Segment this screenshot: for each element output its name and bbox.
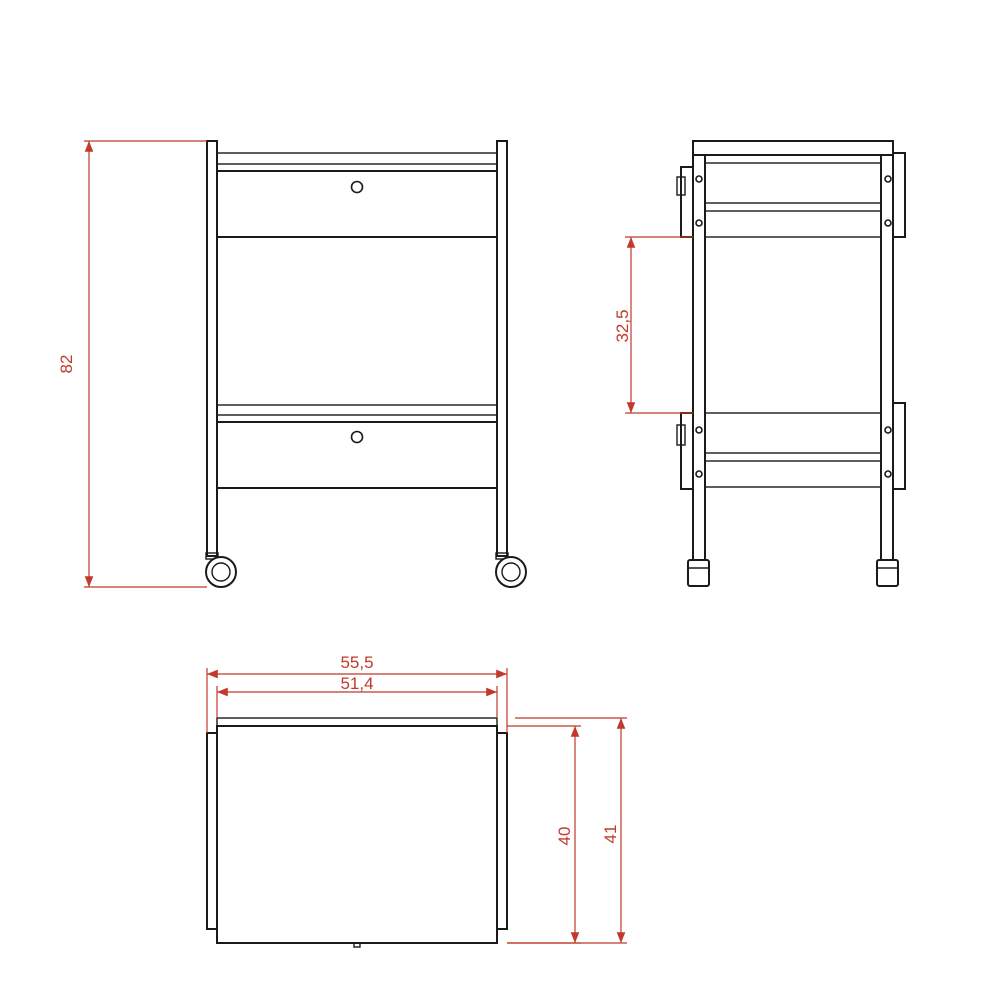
dimension-side-shelf-gap: 32,5 bbox=[613, 236, 693, 414]
dimension-top-inner-width: 51,4 bbox=[216, 674, 498, 718]
side-right-caster bbox=[876, 559, 899, 587]
front-right-wheel bbox=[495, 556, 527, 588]
side-left-caster bbox=[687, 559, 710, 587]
front-top-drawer bbox=[216, 170, 498, 238]
side-view: 32,5 bbox=[613, 140, 906, 587]
front-left-upright bbox=[206, 140, 218, 557]
dimension-label-82: 82 bbox=[57, 355, 76, 374]
side-top-panel bbox=[704, 162, 882, 204]
dimension-label-40: 40 bbox=[555, 827, 574, 846]
top-view-back-edge bbox=[216, 717, 498, 727]
dimension-front-height: 82 bbox=[57, 140, 207, 588]
side-outer-frame bbox=[692, 140, 894, 156]
top-drawer-knob bbox=[350, 180, 364, 194]
top-view-knob bbox=[353, 942, 361, 948]
dimension-label-32-5: 32,5 bbox=[613, 309, 632, 342]
front-bottom-shelf bbox=[216, 404, 498, 416]
dimension-label-41: 41 bbox=[601, 825, 620, 844]
top-view-surface bbox=[216, 725, 498, 944]
front-left-wheel bbox=[205, 556, 237, 588]
top-view-left-side bbox=[206, 732, 218, 930]
dimension-top-outer-depth: 41 bbox=[507, 717, 627, 944]
top-view-right-side bbox=[496, 732, 508, 930]
front-top-shelf bbox=[216, 152, 498, 165]
side-top-bracket-right bbox=[892, 152, 906, 238]
front-view: 82 bbox=[57, 140, 527, 588]
side-bottom-panel bbox=[704, 412, 882, 454]
top-view: 55,5 51,4 40 41 bbox=[206, 653, 627, 948]
front-right-upright bbox=[496, 140, 508, 557]
dimension-label-51-4: 51,4 bbox=[340, 674, 373, 693]
dimension-label-55-5: 55,5 bbox=[340, 653, 373, 672]
side-bottom-bracket-right bbox=[892, 402, 906, 490]
dimension-top-inner-depth: 40 bbox=[507, 725, 581, 944]
bottom-drawer-knob bbox=[350, 430, 364, 444]
dimension-top-outer-width: 55,5 bbox=[206, 653, 508, 733]
front-bottom-drawer bbox=[216, 421, 498, 489]
